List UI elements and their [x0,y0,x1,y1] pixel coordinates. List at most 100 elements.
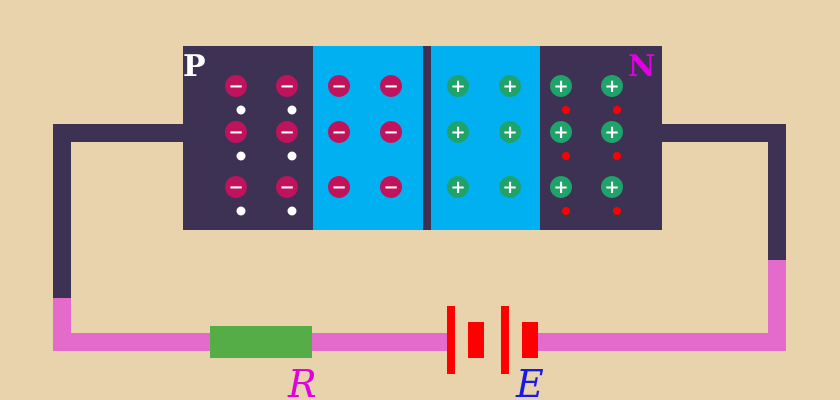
negative-ion: − [380,176,402,198]
positive-ion-body [499,75,521,97]
label-e: E [515,362,544,400]
positive-ion-body [550,121,572,143]
wire-right-lower [533,258,786,351]
negative-ion: − [276,121,298,143]
negative-ion-body [380,176,402,198]
pn-junction [183,46,662,230]
negative-ion: − [380,75,402,97]
negative-ion-sign: − [383,177,398,198]
negative-ion-body [276,75,298,97]
wire-left-upper [53,124,183,300]
positive-ion-body [601,75,623,97]
electron-carrier [562,207,570,215]
negative-ion-body [225,176,247,198]
negative-ion: − [276,75,298,97]
negative-ion-sign: − [331,177,346,198]
positive-ion-body [447,176,469,198]
positive-ion-sign: + [604,76,619,97]
negative-ion-sign: − [279,122,294,143]
negative-ion: − [380,121,402,143]
positive-ion-body [550,75,572,97]
negative-ion: − [328,75,350,97]
positive-ion-sign: + [553,76,568,97]
charge-carriers [236,105,621,216]
positive-ion-sign: + [502,122,517,143]
negative-ion-body [276,176,298,198]
positive-ion-body [447,75,469,97]
negative-ion-sign: − [383,76,398,97]
battery-plate-short-left [468,322,484,358]
electron-carrier [562,152,570,160]
label-n: N [628,49,655,84]
positive-ion-sign: + [604,122,619,143]
negative-ion-body [328,75,350,97]
negative-ion-sign: − [279,76,294,97]
positive-ion: + [550,121,572,143]
circuit-wires [53,124,786,351]
electron-carrier [613,152,621,160]
positive-ion: + [499,75,521,97]
positive-ion-sign: + [450,76,465,97]
negative-ion-body [328,176,350,198]
positive-ion-body [601,176,623,198]
positive-ion: + [499,121,521,143]
ion-grid: − − − − + + + + − − − − + + + + − − − − + + + + [225,75,623,198]
hole-carrier [236,206,246,216]
positive-ion-body [447,121,469,143]
negative-ion-body [225,121,247,143]
negative-ion: − [276,176,298,198]
negative-ion-sign: − [279,177,294,198]
negative-ion: − [328,121,350,143]
battery-plate-short-right [522,322,538,358]
negative-ion-body [380,75,402,97]
negative-ion: − [225,176,247,198]
negative-ion: − [225,75,247,97]
negative-ion-body [225,75,247,97]
wire-left-lower [53,298,212,351]
positive-ion-body [601,121,623,143]
positive-ion-sign: + [553,177,568,198]
electron-carrier [613,106,621,114]
battery-plate-long-right [501,306,509,374]
positive-ion: + [447,75,469,97]
negative-ion-sign: − [331,76,346,97]
positive-ion: + [550,75,572,97]
hole-carrier [287,105,297,115]
positive-ion: + [550,176,572,198]
positive-ion-body [499,121,521,143]
negative-ion-body [328,121,350,143]
hole-carrier [236,151,246,161]
negative-ion-sign: − [228,177,243,198]
hole-carrier [236,105,246,115]
electron-carrier [562,106,570,114]
positive-ion: + [601,121,623,143]
positive-ion-sign: + [450,177,465,198]
positive-ion: + [601,176,623,198]
wire-right-upper [662,124,786,260]
label-p: P [183,49,206,84]
resistor [210,326,312,358]
negative-ion-sign: − [228,122,243,143]
hole-carrier [287,206,297,216]
positive-ion: + [447,176,469,198]
negative-ion-sign: − [383,122,398,143]
positive-ion-sign: + [502,76,517,97]
battery-plate-long-left [447,306,455,374]
positive-ion: + [499,176,521,198]
positive-ion-sign: + [450,122,465,143]
hole-carrier [287,151,297,161]
positive-ion-sign: + [553,122,568,143]
battery [447,306,538,374]
negative-ion-body [276,121,298,143]
electron-carrier [613,207,621,215]
positive-ion-body [499,176,521,198]
positive-ion: + [447,121,469,143]
junction-line [423,46,431,230]
negative-ion-sign: − [331,122,346,143]
positive-ion-sign: + [604,177,619,198]
negative-ion: − [328,176,350,198]
negative-ion-body [380,121,402,143]
negative-ion-sign: − [228,76,243,97]
positive-ion-sign: + [502,177,517,198]
negative-ion: − [225,121,247,143]
